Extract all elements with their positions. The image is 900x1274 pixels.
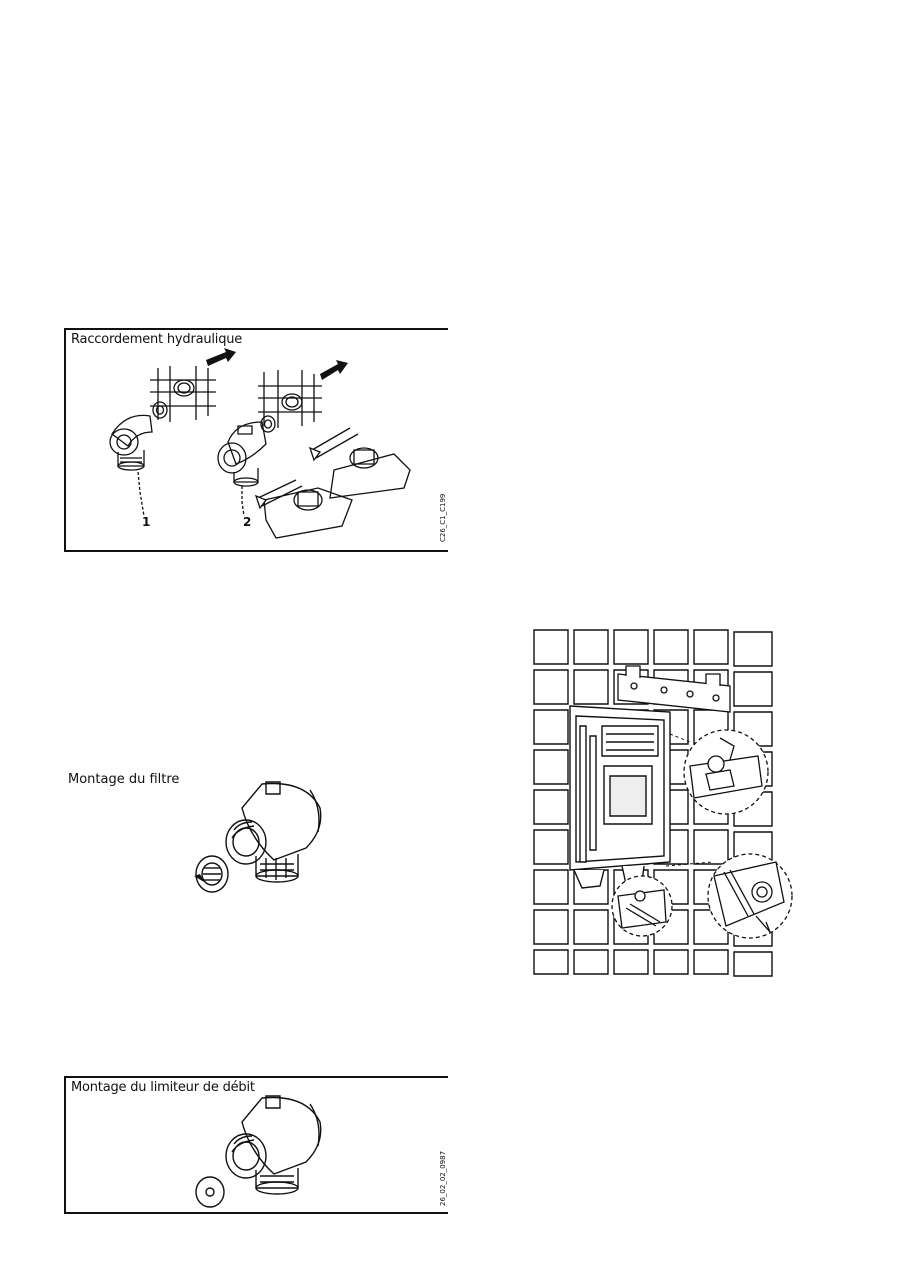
figure-title: Raccordement hydraulique — [71, 332, 243, 347]
hydraulic-connection-figure: Raccordement hydraulique — [64, 328, 448, 552]
appliance-body — [570, 706, 670, 888]
callout-1: 1 — [142, 515, 151, 529]
flow-limiter-figure: Montage du limiteur de débit 26_02_02_09… — [64, 1076, 448, 1214]
figure-code: 26_02_02_0987 — [439, 1150, 447, 1206]
mounting-rail — [618, 666, 730, 712]
figure-title: Montage du limiteur de débit — [71, 1080, 255, 1095]
detail-zoom-3 — [612, 876, 672, 936]
callout-2: 2 — [243, 515, 252, 529]
elbow-fitting-1 — [110, 415, 152, 470]
detail-zoom-1 — [684, 730, 768, 814]
flow-limiter-disc — [196, 1177, 224, 1207]
flow-limiter-illustration — [190, 1092, 340, 1212]
flow-arrows — [256, 428, 358, 508]
wall-grid-right — [258, 370, 322, 428]
solid-arrow-left — [206, 348, 236, 366]
hydraulic-connection-illustration — [66, 348, 450, 554]
filter-disc — [196, 856, 228, 892]
detail-zoom-2 — [708, 854, 792, 938]
valve-fitting-2 — [218, 422, 266, 486]
solid-arrow-right — [320, 360, 348, 380]
filter-mounting-illustration — [194, 778, 340, 898]
tile-plates — [264, 448, 410, 538]
figure-code: C26_C1_C199 — [439, 493, 447, 542]
filter-figure-title: Montage du filtre — [68, 772, 180, 787]
wall-mounted-unit-illustration — [530, 626, 800, 978]
